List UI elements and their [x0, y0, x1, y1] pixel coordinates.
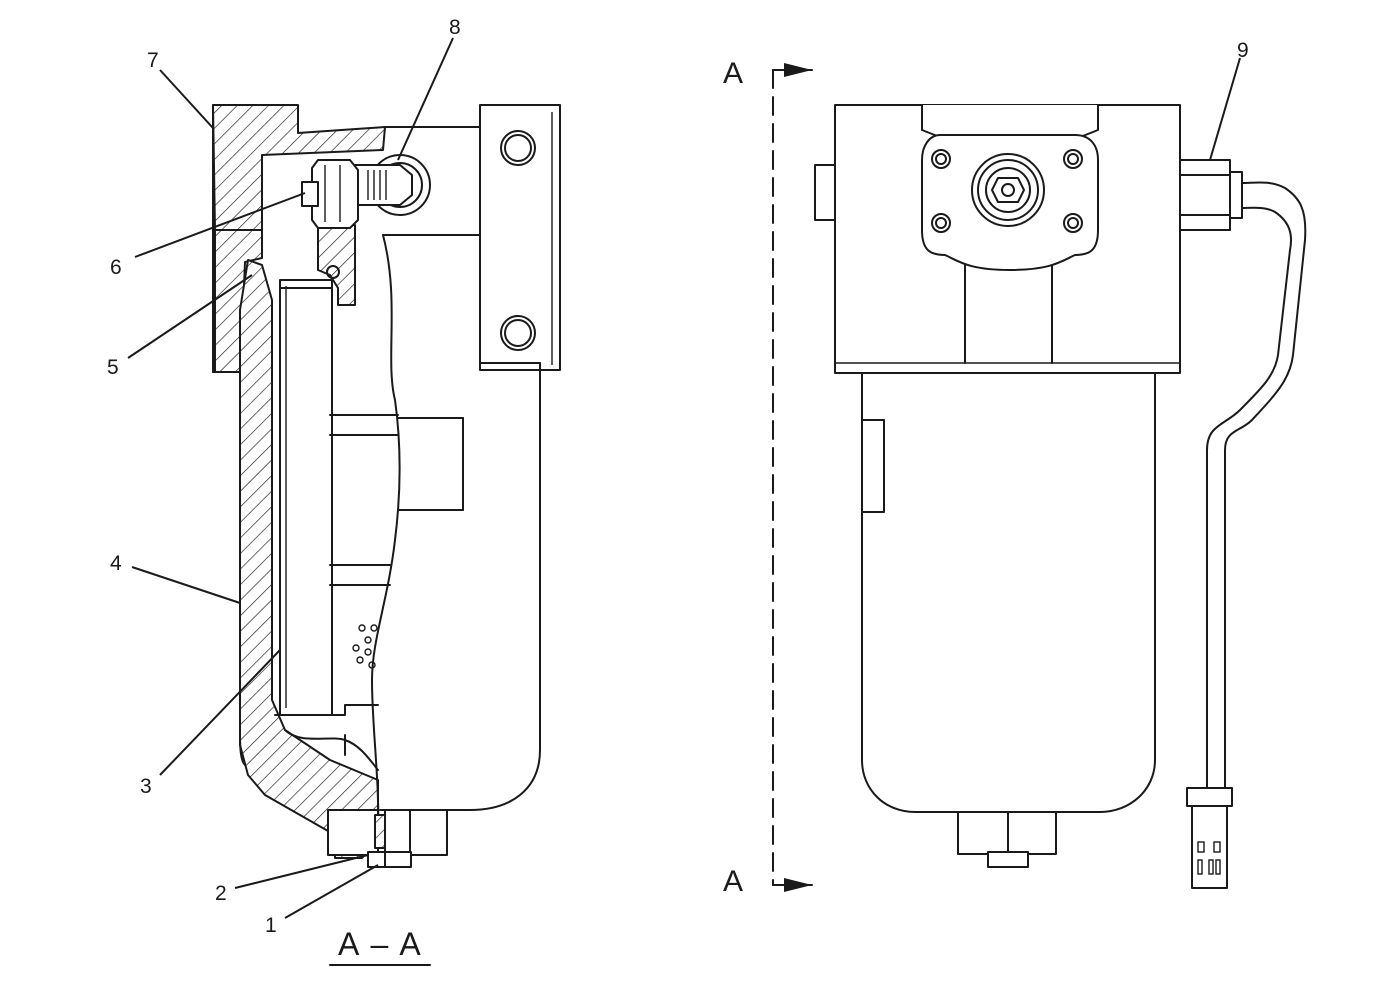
water-sensor-connector: [1179, 159, 1307, 889]
exterior-view: 9: [814, 39, 1307, 889]
callout-9: 9: [1237, 39, 1249, 62]
callout-7: 7: [147, 49, 159, 72]
sensor-port-plug: [354, 154, 431, 216]
filter-head-outline: [382, 104, 561, 371]
callout-3: 3: [140, 775, 152, 798]
callout-4: 4: [110, 552, 122, 575]
section-view-title: A – A: [338, 926, 423, 962]
section-marker-bottom: A: [723, 865, 743, 898]
exterior-bowl: [861, 372, 1156, 868]
drain-plug: [327, 809, 448, 868]
section-marker-top: A: [723, 57, 743, 90]
cutting-plane-line: A A: [723, 57, 813, 898]
filter-element: [274, 279, 379, 771]
callout-2: 2: [215, 882, 227, 905]
perforation-holes: [352, 624, 378, 669]
leader-line-9: [1209, 57, 1241, 161]
callout-5: 5: [107, 356, 119, 379]
exterior-head: [814, 104, 1181, 374]
check-valve-fitting: [301, 159, 359, 279]
section-view: 7 8 6 5 4 3 2 1 A – A: [107, 16, 561, 966]
filter-bowl-section: [239, 259, 379, 859]
callout-6: 6: [110, 256, 122, 279]
head-casting-section: [212, 104, 386, 373]
callout-8: 8: [449, 16, 461, 39]
leader-lines-section: [127, 37, 454, 919]
bowl-exterior: [329, 234, 541, 841]
callout-1: 1: [265, 914, 277, 937]
